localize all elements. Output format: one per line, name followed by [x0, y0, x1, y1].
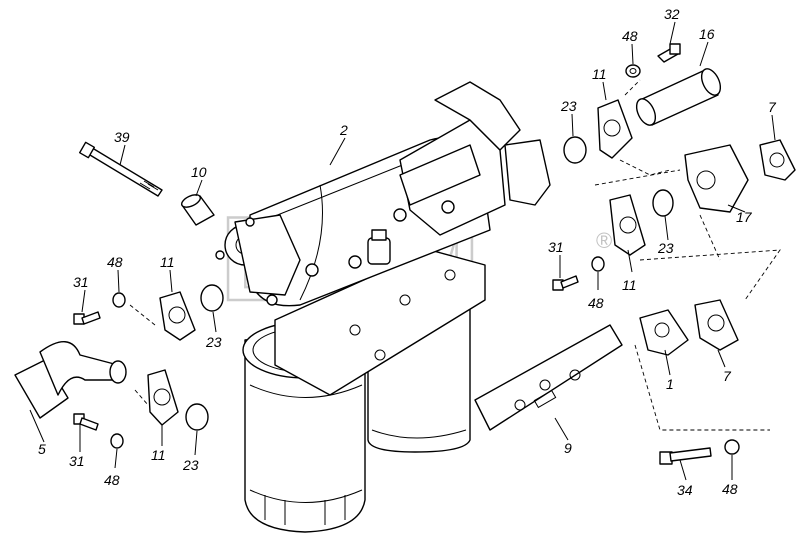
- part-11-flange-left: [159, 291, 196, 341]
- leader-lines: [29, 21, 781, 481]
- part-11-flange-bottom-left: [147, 369, 179, 426]
- label-48-left-top: 48: [107, 254, 123, 270]
- label-48-right: 48: [588, 295, 604, 311]
- label-7-top: 7: [768, 99, 777, 115]
- label-31-left-bottom: 31: [69, 453, 85, 469]
- part-39-long-bolt: [78, 141, 163, 197]
- part-48-washer-left-bottom: [110, 433, 124, 449]
- part-48-washer-right: [591, 256, 605, 272]
- label-48-left-bottom: 48: [104, 472, 120, 488]
- part-17-fitting: [684, 144, 749, 213]
- part-labels: 39 10 2 32 48 16 11 23 7 17 23 11 31 48 …: [38, 6, 777, 498]
- part-31-bolt-left-bottom: [73, 413, 99, 431]
- label-11-bottom-left: 11: [151, 447, 166, 463]
- label-39: 39: [114, 129, 130, 145]
- filter-housing-assembly: [215, 81, 551, 533]
- label-31-left-top: 31: [73, 274, 89, 290]
- part-16-tube: [635, 68, 722, 126]
- label-11-top: 11: [592, 66, 607, 82]
- part-5-elbow-pipe: [14, 341, 127, 419]
- part-7-gasket-bottom: [694, 299, 739, 351]
- label-10: 10: [191, 164, 207, 180]
- part-31-bolt-left-top: [73, 311, 101, 325]
- label-2: 2: [339, 122, 348, 138]
- label-5: 5: [38, 441, 46, 457]
- label-23-top: 23: [560, 98, 577, 114]
- label-23-bottom-left: 23: [182, 457, 199, 473]
- part-7-gasket-top: [759, 139, 796, 181]
- part-31-bolt-right: [552, 275, 579, 291]
- part-11-flange-mid-right: [609, 194, 646, 256]
- housing-bolts: [215, 200, 455, 306]
- part-48-washer-left-top: [112, 292, 126, 308]
- label-17: 17: [736, 209, 753, 225]
- label-23-mid-right: 23: [657, 240, 674, 256]
- watermark-registered-mark: ®: [596, 228, 612, 253]
- label-48-bottom-right: 48: [722, 481, 738, 497]
- part-1-plate: [639, 309, 689, 356]
- label-11-mid-right: 11: [622, 277, 637, 293]
- label-34: 34: [677, 482, 693, 498]
- label-7-bottom: 7: [723, 368, 732, 384]
- part-11-flange-top: [597, 99, 633, 159]
- part-48-washer-bottom-right: [724, 439, 740, 455]
- label-11-left: 11: [160, 254, 175, 270]
- label-48-top: 48: [622, 28, 638, 44]
- part-48-washer-top: [625, 64, 641, 78]
- part-23-orings: [185, 136, 674, 431]
- part-32-bolt: [657, 43, 681, 63]
- label-16: 16: [699, 26, 715, 42]
- label-1: 1: [666, 376, 674, 392]
- label-9: 9: [564, 440, 572, 456]
- label-31-right: 31: [548, 239, 564, 255]
- part-10-sleeve: [180, 194, 215, 226]
- label-32: 32: [664, 6, 680, 22]
- label-23-left: 23: [205, 334, 222, 350]
- part-34-bolt: [659, 447, 712, 465]
- part-9-gasket: [474, 324, 623, 431]
